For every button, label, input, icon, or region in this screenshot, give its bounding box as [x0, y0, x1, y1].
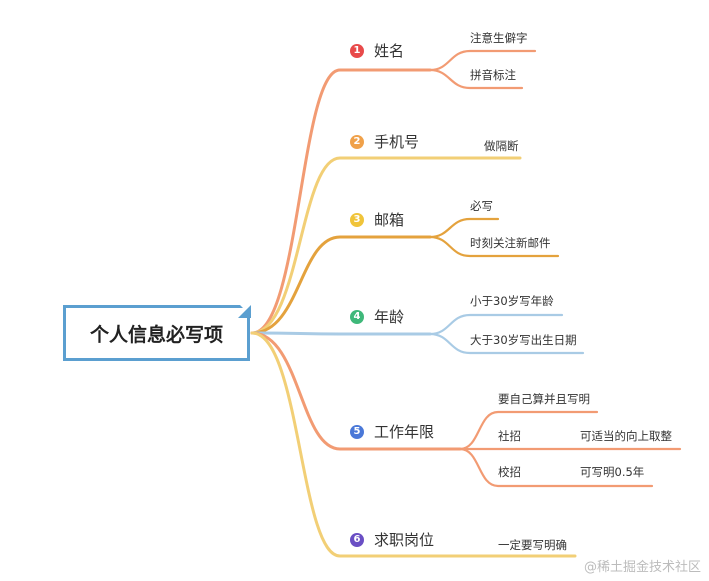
branch-connector: [250, 156, 522, 335]
branch-connector: [250, 331, 462, 451]
leaf-required[interactable]: 必写: [470, 199, 493, 213]
watermark: @稀土掘金技术社区: [583, 560, 701, 575]
root-corner-fold: [238, 305, 251, 318]
branch-age[interactable]: 4 年龄: [350, 306, 404, 327]
badge-1: 1: [350, 43, 364, 58]
branch-label: 求职岗位: [374, 531, 435, 549]
branch-label: 工作年限: [374, 423, 435, 441]
branch-name[interactable]: 1 姓名: [350, 40, 404, 61]
branch-connector: [250, 331, 577, 558]
leaf-watch-mail[interactable]: 时刻关注新邮件: [470, 236, 551, 250]
leaf-connector: [428, 235, 560, 258]
leaf-connector: [458, 447, 654, 488]
badge-6: 6: [350, 532, 364, 547]
leaf-pinyin[interactable]: 拼音标注: [470, 68, 516, 82]
branch-work-years[interactable]: 5 工作年限: [350, 421, 434, 442]
leaf-be-specific[interactable]: 一定要写明确: [498, 538, 567, 552]
leaf-over-30[interactable]: 大于30岁写出生日期: [470, 333, 577, 347]
badge-3: 3: [350, 212, 364, 227]
branch-label: 年龄: [374, 308, 405, 326]
branch-phone[interactable]: 2 手机号: [350, 131, 419, 152]
leaf-connector: [428, 313, 564, 336]
branch-email[interactable]: 3 邮箱: [350, 209, 404, 230]
leaf-connector: [428, 68, 524, 90]
leaf-under-30[interactable]: 小于30岁写年龄: [470, 294, 554, 308]
branch-label: 手机号: [374, 133, 420, 151]
badge-4: 4: [350, 309, 364, 324]
root-node[interactable]: 个人信息必写项: [63, 305, 250, 361]
leaf-connector: [428, 217, 500, 239]
branch-connector: [250, 235, 432, 335]
badge-5: 5: [350, 424, 364, 439]
leaf-half-year[interactable]: 可写明0.5年: [580, 465, 645, 479]
branch-label: 邮箱: [374, 211, 405, 229]
root-label: 个人信息必写项: [89, 323, 223, 346]
leaf-separator[interactable]: 做隔断: [484, 139, 519, 153]
branch-connector: [250, 68, 432, 335]
leaf-connector: [458, 410, 599, 451]
leaf-rare-chars[interactable]: 注意生僻字: [470, 31, 528, 45]
leaf-connector: [428, 332, 585, 355]
branch-connector: [250, 331, 432, 336]
leaf-connector: [428, 49, 537, 72]
branch-label: 姓名: [374, 42, 405, 60]
leaf-social-hire[interactable]: 社招: [498, 429, 521, 443]
leaf-calc-years[interactable]: 要自己算并且写明: [498, 392, 590, 406]
leaf-round-up[interactable]: 可适当的向上取整: [580, 429, 672, 443]
branch-job-position[interactable]: 6 求职岗位: [350, 529, 434, 550]
badge-2: 2: [350, 134, 364, 149]
leaf-campus-hire[interactable]: 校招: [498, 465, 521, 479]
